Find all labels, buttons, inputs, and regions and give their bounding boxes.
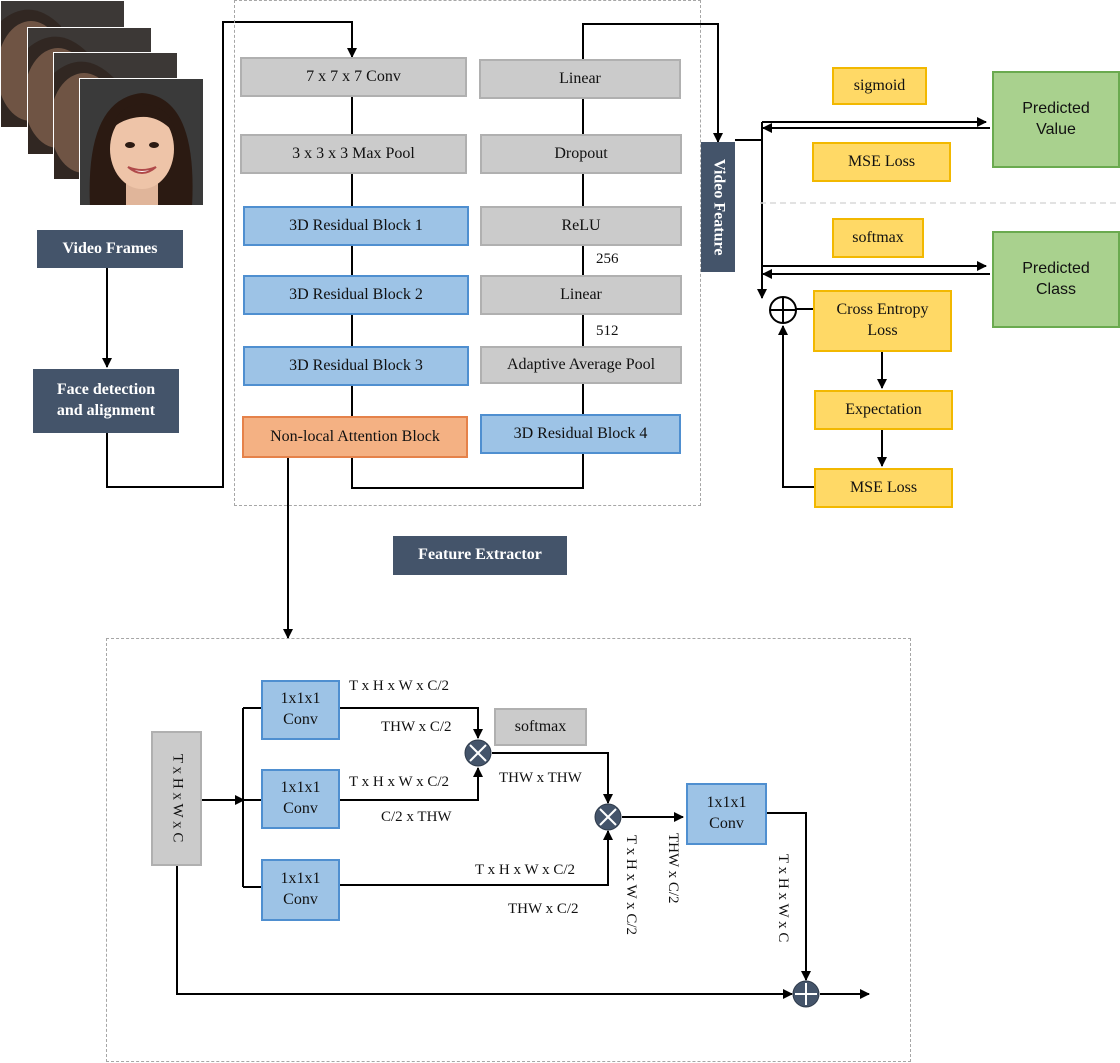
residual-block-2: 3D Residual Block 2 xyxy=(243,275,469,315)
conv-7x7x7-block: 7 x 7 x 7 Conv xyxy=(240,57,467,97)
residual-block-3: 3D Residual Block 3 xyxy=(243,346,469,386)
predicted-class-block: Predicted Class xyxy=(992,231,1120,328)
cross-entropy-loss-block: Cross Entropy Loss xyxy=(813,290,952,352)
video-frames-label: Video Frames xyxy=(37,230,183,268)
dim-512-label: 512 xyxy=(596,323,619,339)
sigmoid-block: sigmoid xyxy=(832,67,927,105)
predicted-value-block: Predicted Value xyxy=(992,71,1120,168)
video-frame-stack xyxy=(0,0,206,206)
residual-block-4: 3D Residual Block 4 xyxy=(480,414,681,454)
linear-block-bottom: Linear xyxy=(480,275,682,315)
dim-bot-b-label: THW x C/2 xyxy=(508,901,579,917)
feature-extractor-frame xyxy=(234,0,701,506)
dim-thw-label: THW x THW xyxy=(499,770,582,786)
input-tensor-block: T x H x W x C xyxy=(151,731,202,866)
conv-1x1x1-output: 1x1x1 Conv xyxy=(686,783,767,845)
dim-top-b-label: THW x C/2 xyxy=(381,719,452,735)
residual-block-1: 3D Residual Block 1 xyxy=(243,206,469,246)
dim-vert-a-label: T x H x W x C/2 xyxy=(623,835,639,936)
dim-mid-a-label: T x H x W x C/2 xyxy=(349,774,450,790)
dim-bot-a-label: T x H x W x C/2 xyxy=(475,862,576,878)
adaptive-avg-pool-block: Adaptive Average Pool xyxy=(480,346,682,384)
face-detection-label: Face detection and alignment xyxy=(33,369,179,433)
mse-loss-top-block: MSE Loss xyxy=(812,142,951,182)
frame-thumbnail-front xyxy=(79,78,204,206)
max-pool-block: 3 x 3 x 3 Max Pool xyxy=(240,134,467,174)
softmax-head-block: softmax xyxy=(832,218,924,258)
expectation-block: Expectation xyxy=(814,390,953,430)
feature-extractor-title: Feature Extractor xyxy=(393,536,567,575)
dim-mid-b-label: C/2 x THW xyxy=(381,809,452,825)
nonlocal-detail-frame xyxy=(106,638,911,1062)
linear-block-top: Linear xyxy=(479,59,681,99)
dim-top-a-label: T x H x W x C/2 xyxy=(349,678,450,694)
add-operator-icon xyxy=(769,296,797,324)
mse-loss-bottom-block: MSE Loss xyxy=(814,468,953,508)
add-operator-icon xyxy=(792,980,820,1008)
dropout-block: Dropout xyxy=(480,134,682,174)
conv-1x1x1-top: 1x1x1 Conv xyxy=(261,680,340,740)
conv-1x1x1-bottom: 1x1x1 Conv xyxy=(261,859,340,921)
video-feature-block: Video Feature xyxy=(701,142,735,272)
nonlocal-attention-block: Non-local Attention Block xyxy=(242,416,468,458)
relu-block: ReLU xyxy=(480,206,682,246)
dim-256-label: 256 xyxy=(596,251,619,267)
dim-vert-b-label: THW x C/2 xyxy=(665,833,681,904)
conv-1x1x1-middle: 1x1x1 Conv xyxy=(261,769,340,829)
dim-vert-out-label: T x H x W x C xyxy=(775,854,791,943)
softmax-nonlocal-block: softmax xyxy=(494,708,587,746)
multiply-operator-icon xyxy=(594,803,622,831)
multiply-operator-icon xyxy=(464,739,492,767)
